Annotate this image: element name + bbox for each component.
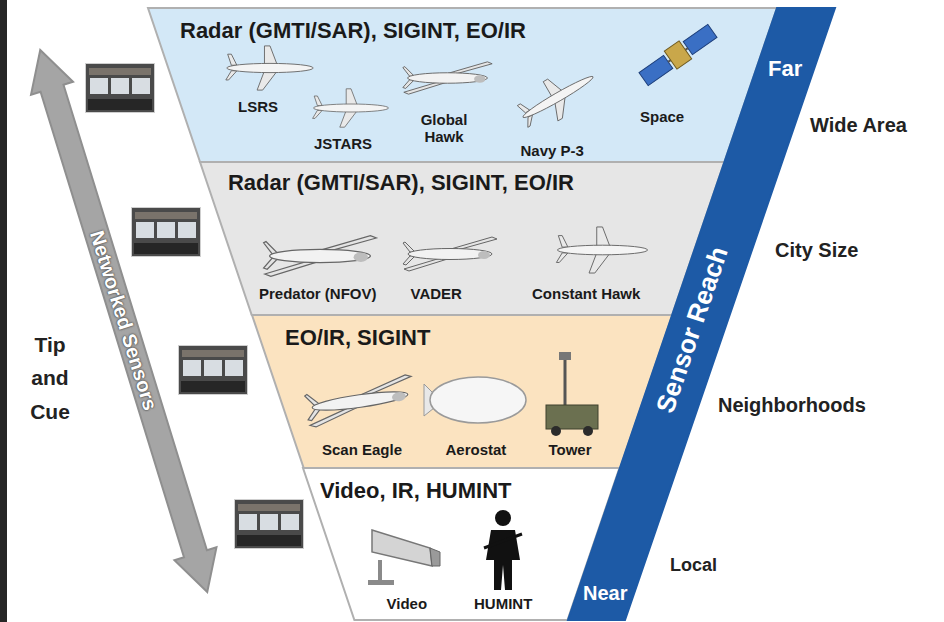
sensor-tier-band-shape [148,8,777,162]
soldier-head [495,510,511,526]
tier-heading: EO/IR, SIGINT [285,325,430,350]
networked-sensors-arrow-shape [31,50,216,592]
sensor-label: Space [640,108,684,125]
scale-label: City Size [775,239,858,262]
camera-base [368,580,394,585]
vehicle-wheel [583,426,593,436]
sensor-label: JSTARS [314,135,372,152]
scale-label: Local [670,555,717,576]
reach-label: Far [768,56,802,81]
reach-label: Sensor Reach [650,243,734,417]
sensor-label: Global Hawk [414,111,474,146]
tower-sensor [559,352,571,360]
sensor-label: HUMINT [474,595,532,612]
reach-label: Near [583,582,627,605]
sensor-tier-band-shape [252,315,672,468]
tier-heading: Radar (GMTI/SAR), SIGINT, EO/IR [180,18,526,43]
control-room-photo [131,207,201,257]
networked-sensors-arrow: Networked Sensors [31,50,216,592]
arrow-label: Networked Sensors [84,227,161,412]
sensor-tier-band-shape [200,162,724,315]
vehicle-wheel [551,426,561,436]
sensor-label: Navy P-3 [521,142,584,159]
sensor-label: Video [386,595,427,612]
control-room-photo [178,345,248,395]
sensor-tier-band: Video, IR, HUMINT Video HUMINT [303,468,619,620]
sensor-label: Scan Eagle [322,441,402,458]
side-note: Tip and Cue [23,328,78,429]
edge-strip [0,0,7,622]
sensor-label: LSRS [238,98,278,115]
sensor-tier-band: Radar (GMTI/SAR), SIGINT, EO/IR Predator … [200,162,724,315]
sensor-label: VADER [410,285,461,302]
tier-heading: Radar (GMTI/SAR), SIGINT, EO/IR [228,170,574,195]
sensor-tier-band: Radar (GMTI/SAR), SIGINT, EO/IR LSRS JSTAR… [148,8,777,162]
tier-heading: Video, IR, HUMINT [320,478,512,503]
sensor-reach-bar: FarSensor ReachNear [568,8,835,620]
control-room-photo [234,499,304,549]
sensor-label: Predator (NFOV) [259,285,377,302]
scale-label: Wide Area [810,114,907,137]
scale-label: Neighborhoods [718,394,866,417]
aerostat [430,377,526,423]
control-room-photo [85,63,155,113]
sensor-tier-band-shape [303,468,619,620]
sensor-label: Tower [548,441,591,458]
tower-mast [564,352,567,407]
sensor-tier-band: EO/IR, SIGINT Scan Eagle Aerostat Tower [252,315,672,468]
sensor-label: Constant Hawk [532,285,640,302]
sensor-reach-bar-shape [568,8,835,620]
tower-vehicle [546,405,598,429]
sensor-label: Aerostat [445,441,506,458]
